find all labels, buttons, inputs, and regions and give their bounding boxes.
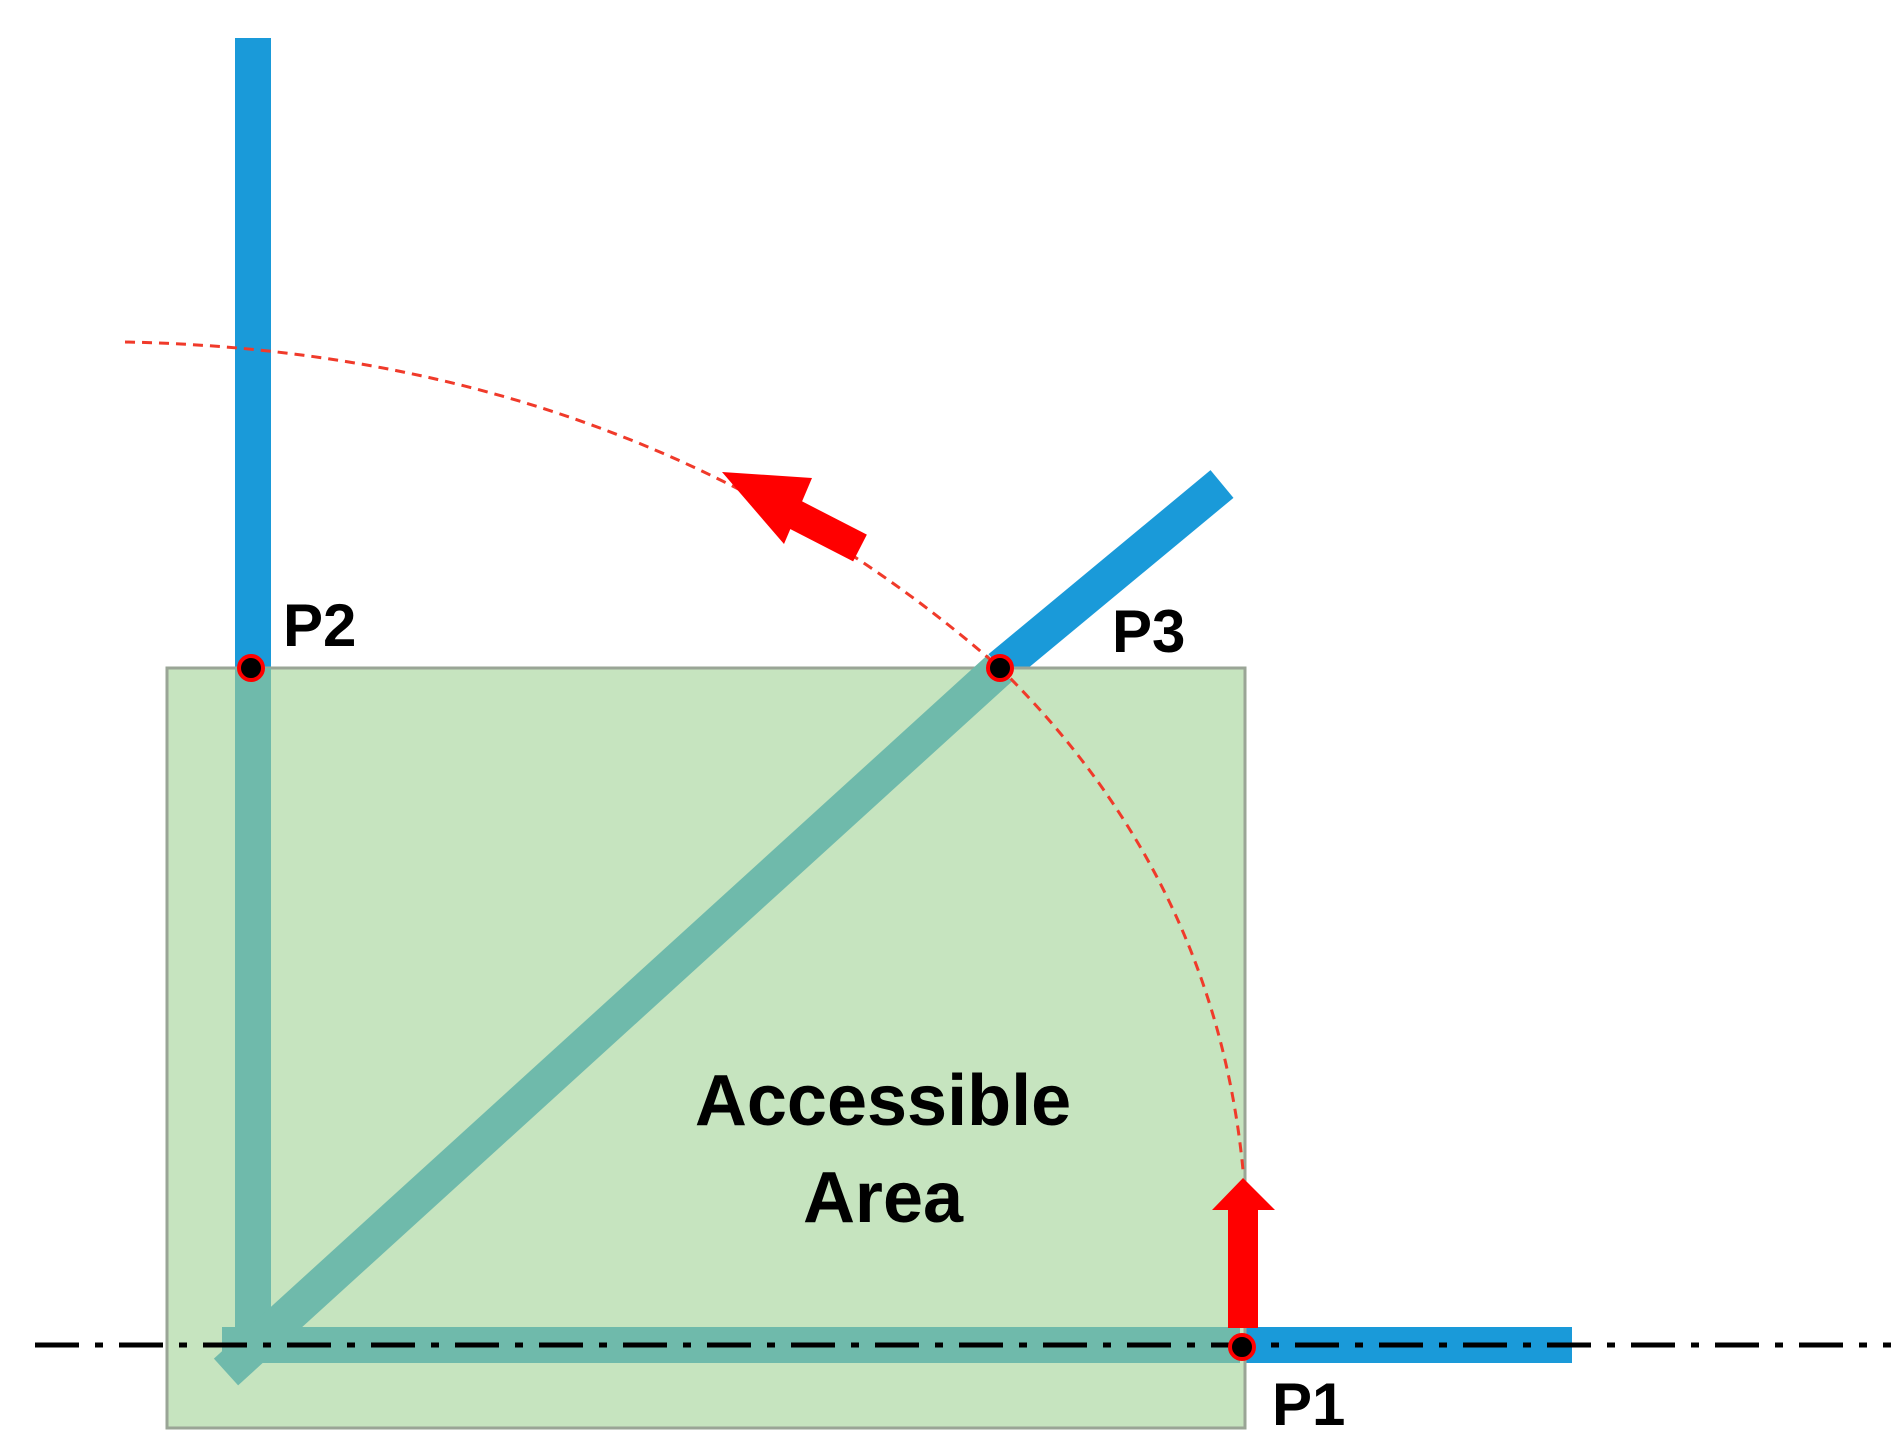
arm-p3-diagonal-outside <box>988 470 1234 682</box>
p3-label: P3 <box>1112 598 1185 665</box>
rotation-direction-arrow-icon <box>722 472 867 562</box>
p2-label: P2 <box>283 592 356 659</box>
upward-arrow-icon <box>1212 1178 1275 1328</box>
p1-label: P1 <box>1272 1371 1345 1438</box>
accessible-area <box>165 666 1247 1430</box>
rotation-arc <box>124 340 1245 1171</box>
p1-pivot-icon <box>1228 1333 1256 1361</box>
accessible-area-label-line2: Area <box>803 1158 964 1238</box>
arm-p3-diagonal-inside <box>213 654 1013 1386</box>
p3-pivot-icon <box>986 654 1014 682</box>
accessible-area-label-line1: Accessible <box>695 1061 1071 1141</box>
p2-pivot-icon <box>237 654 265 682</box>
